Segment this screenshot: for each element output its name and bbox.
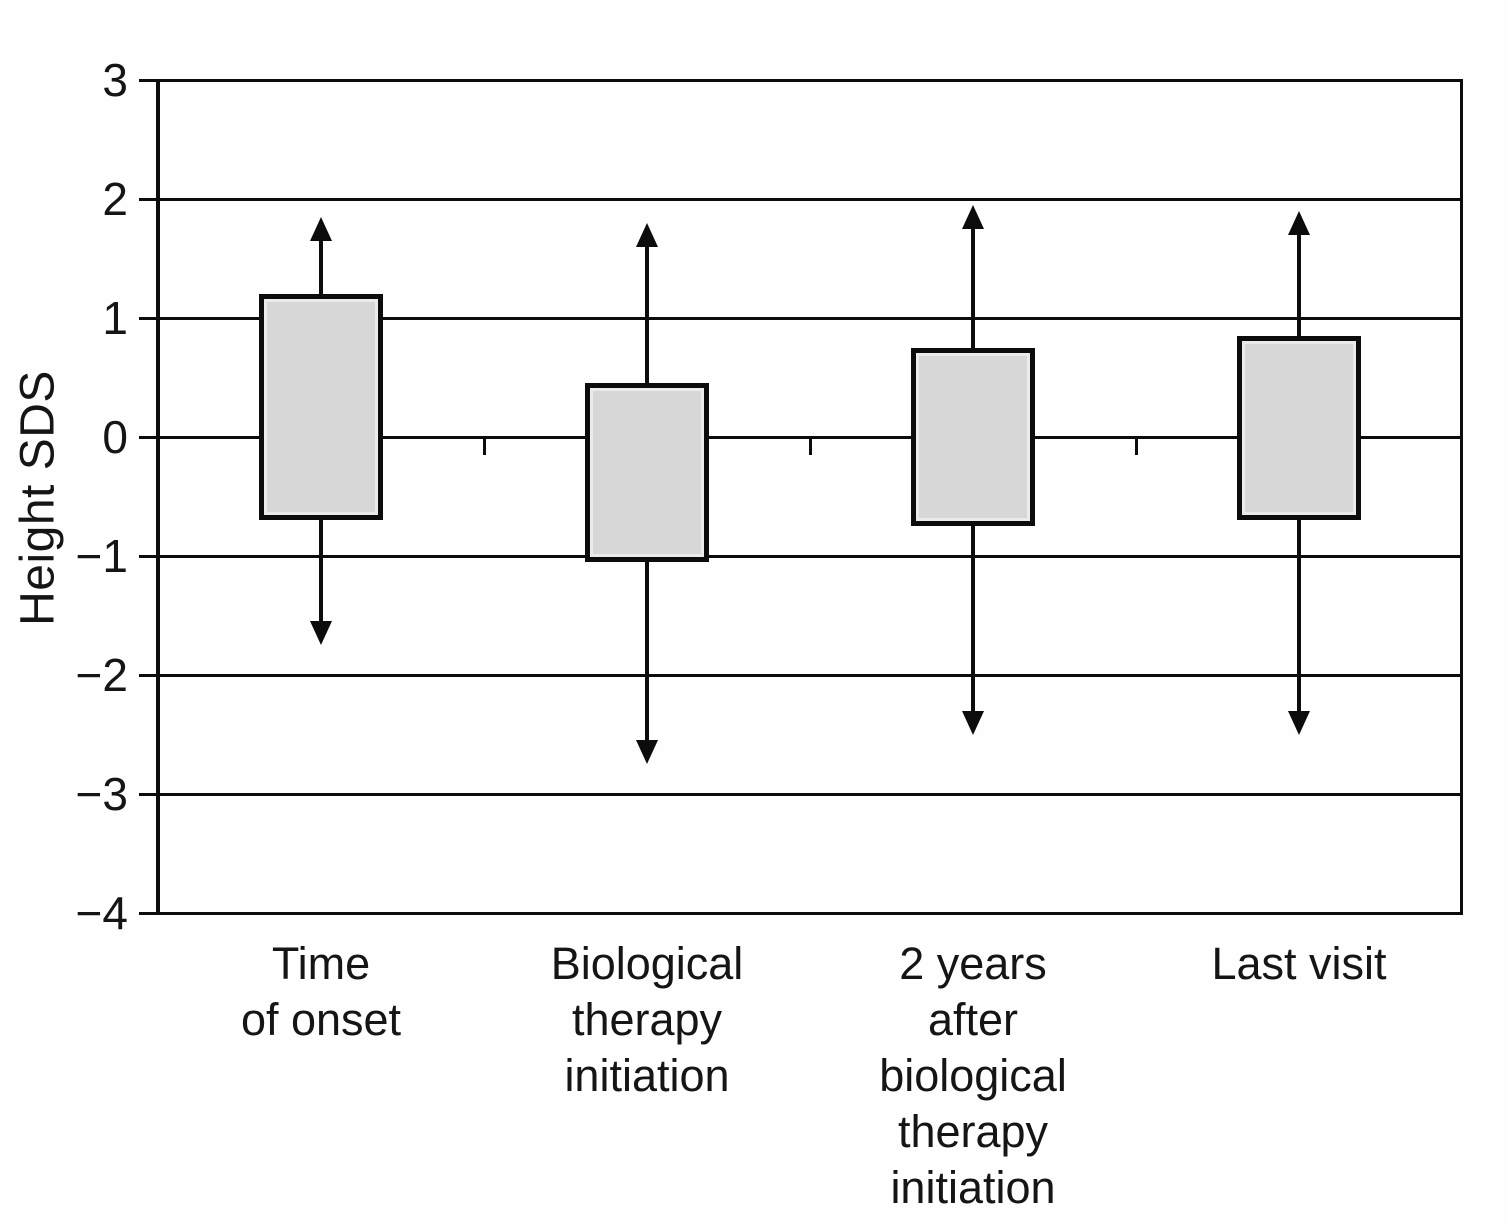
upper-whisker-stem: [971, 222, 975, 348]
x-axis-category-label: Last visit: [1211, 938, 1387, 989]
y-axis-tick-label: 2: [102, 173, 128, 225]
upper-whisker-arrowhead-icon: [310, 216, 332, 241]
upper-whisker-stem: [319, 234, 323, 295]
gridline: [158, 78, 1462, 82]
lower-whisker-stem: [319, 520, 323, 628]
upper-whisker-arrowhead-icon: [1288, 210, 1310, 235]
gridline: [158, 673, 1462, 677]
plot-area: 3 2 1 0 −1 −2 −3 −4: [76, 54, 1463, 939]
gridline: [158, 554, 1462, 558]
y-axis-tick-label: −3: [75, 768, 128, 820]
gridline: [158, 792, 1462, 796]
y-axis-tick-label: −1: [75, 530, 128, 582]
y-axis-tick-label: 0: [102, 411, 128, 463]
y-axis-tick: [139, 673, 157, 677]
y-axis-tick: [139, 197, 157, 201]
lower-whisker-stem: [1297, 520, 1301, 717]
range-box: [1237, 335, 1361, 521]
upper-whisker-arrowhead-icon: [636, 222, 658, 247]
y-axis-line: [156, 79, 160, 915]
x-axis-tick: [1134, 437, 1138, 455]
y-axis-tick-label: 1: [102, 292, 128, 344]
lower-whisker-arrowhead-icon: [962, 710, 984, 735]
x-axis-category-label: Time of onset: [240, 938, 402, 1045]
y-axis-tick: [139, 78, 157, 82]
upper-whisker-stem: [645, 240, 649, 384]
y-axis-tick-label: 3: [102, 54, 128, 106]
range-box: [911, 347, 1035, 527]
y-axis-tick: [139, 911, 157, 915]
y-axis-tick: [139, 792, 157, 796]
range-box: [585, 383, 709, 562]
lower-whisker-arrowhead-icon: [1288, 710, 1310, 735]
upper-whisker-stem: [1297, 228, 1301, 336]
x-axis-category-label: 2 years after biological therapy initiat…: [879, 938, 1067, 1213]
upper-whisker-arrowhead-icon: [962, 204, 984, 229]
plot-right-border: [1460, 79, 1463, 915]
gridline: [158, 316, 1462, 320]
y-axis-tick-label: −2: [75, 649, 128, 701]
y-axis-tick-label: −4: [75, 887, 128, 939]
lower-whisker-stem: [645, 561, 649, 747]
lower-whisker-arrowhead-icon: [310, 621, 332, 646]
lower-whisker-arrowhead-icon: [636, 740, 658, 765]
gridline: [158, 911, 1462, 915]
y-axis-tick: [139, 316, 157, 320]
x-axis-labels: Time of onset Biological therapy initiati…: [158, 936, 1462, 1226]
x-axis-category-label: Biological therapy initiation: [550, 938, 744, 1101]
y-axis-tick: [139, 435, 157, 439]
y-axis-tick: [139, 554, 157, 558]
range-box: [259, 294, 383, 521]
x-axis-tick: [808, 437, 812, 455]
x-axis-tick: [482, 437, 486, 455]
lower-whisker-stem: [971, 526, 975, 717]
gridline: [158, 197, 1462, 201]
